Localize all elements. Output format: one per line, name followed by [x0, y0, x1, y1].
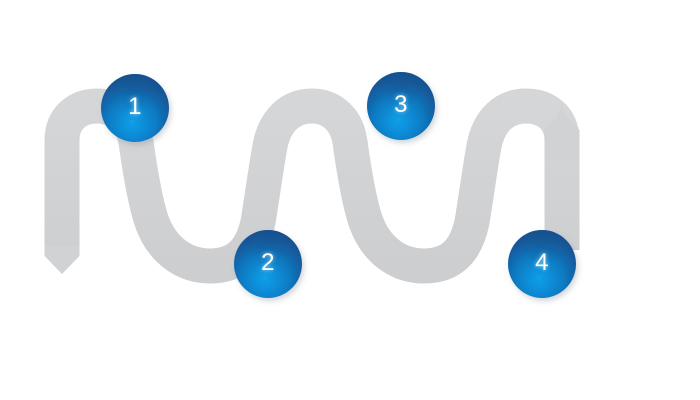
step-node-3-hit[interactable]: 3 [367, 72, 435, 140]
ribbon-end-cap-chevron-up-fill [544, 112, 580, 160]
step-node-1-hit[interactable]: 1 [101, 74, 169, 142]
step-node-group [101, 72, 576, 298]
ribbon-start-cap-chevron-down [44, 246, 80, 274]
step-node-1[interactable] [101, 74, 169, 142]
ribbon-body [44, 88, 580, 284]
step-node-4-hit[interactable]: 4 [508, 230, 576, 298]
step-node-3-label: 3 [394, 91, 408, 118]
step-node-3[interactable] [367, 72, 435, 140]
step-node-2-hit[interactable]: 2 [234, 230, 302, 298]
step-node-4-label: 4 [535, 249, 549, 276]
step-node-2-label: 2 [261, 249, 275, 276]
step-node-2[interactable] [234, 230, 302, 298]
step-node-4[interactable] [508, 230, 576, 298]
step-node-1-label: 1 [128, 93, 142, 120]
